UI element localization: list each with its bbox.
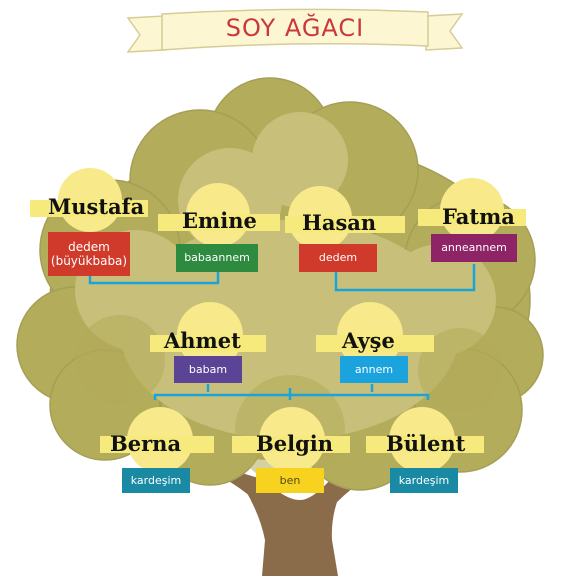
role-badge-emine: babaannem [176,244,258,272]
role-badge-fatma: anneannem [431,234,517,262]
role-badge-hasan: dedem [299,244,377,272]
person-name-ayse: Ayşe [342,328,395,353]
name-highlights [30,200,526,453]
person-name-hasan: Hasan [302,210,377,235]
role-line: babaannem [184,251,250,264]
role-line: ben [279,473,301,487]
role-line: kardeşim [398,473,450,487]
role-badge-bulent: kardeşim [390,468,458,493]
role-badge-mustafa: dedem (büyükbaba) [48,232,130,276]
role-line: kardeşim [130,473,182,487]
role-line: dedem [68,240,110,254]
title-banner [126,8,464,53]
role-badge-ayse: annem [340,356,408,383]
person-name-mustafa: Mustafa [48,194,145,219]
role-line: babam [188,362,228,376]
role-line: dedem [318,251,358,264]
person-name-ahmet: Ahmet [164,328,241,353]
role-badge-ahmet: babam [174,356,242,383]
role-line: annem [354,362,394,376]
connector-lines [88,264,476,400]
person-name-berna: Berna [110,431,182,456]
person-name-emine: Emine [182,208,257,233]
role-badge-belgin: ben [256,468,324,493]
role-badge-berna: kardeşim [122,468,190,493]
page-title: SOY AĞACI [225,14,365,42]
role-line: anneannem [441,241,507,254]
person-name-bulent: Bülent [386,431,466,456]
role-line: (büyükbaba) [50,254,128,268]
person-name-fatma: Fatma [442,204,515,229]
person-name-belgin: Belgin [256,431,334,456]
